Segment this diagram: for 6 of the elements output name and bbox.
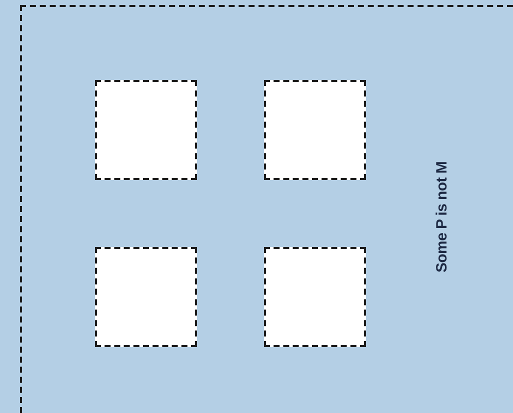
dashed-square [95,80,197,180]
dashed-square [264,247,366,347]
shaded-region [20,5,513,413]
dashed-square [95,247,197,347]
dashed-square [264,80,366,180]
region-label: Some P is not M [434,161,450,273]
